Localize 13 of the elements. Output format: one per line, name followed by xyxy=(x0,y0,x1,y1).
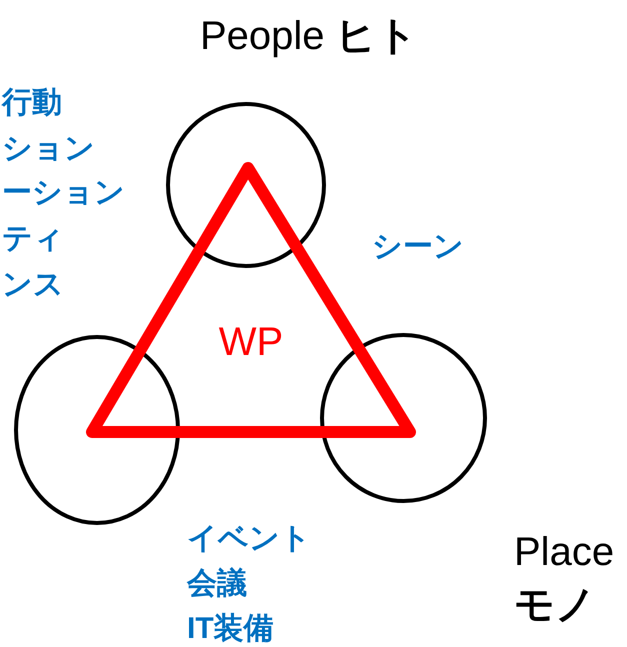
keyword: ーション xyxy=(2,178,125,208)
heading: People ヒト xyxy=(200,16,418,56)
shape-label: WP xyxy=(218,322,284,362)
keyword: イベント xyxy=(187,524,311,554)
keyword: ション xyxy=(2,134,95,164)
keyword: IT装備 xyxy=(187,614,274,644)
keyword: シーン xyxy=(372,232,464,262)
keyword: ンス xyxy=(2,270,64,300)
keyword: 会議 xyxy=(187,569,247,599)
heading: Place xyxy=(514,532,614,572)
keyword: ティ xyxy=(2,224,64,254)
keyword: 行動 xyxy=(2,88,62,118)
heading: モノ xyxy=(514,585,596,625)
